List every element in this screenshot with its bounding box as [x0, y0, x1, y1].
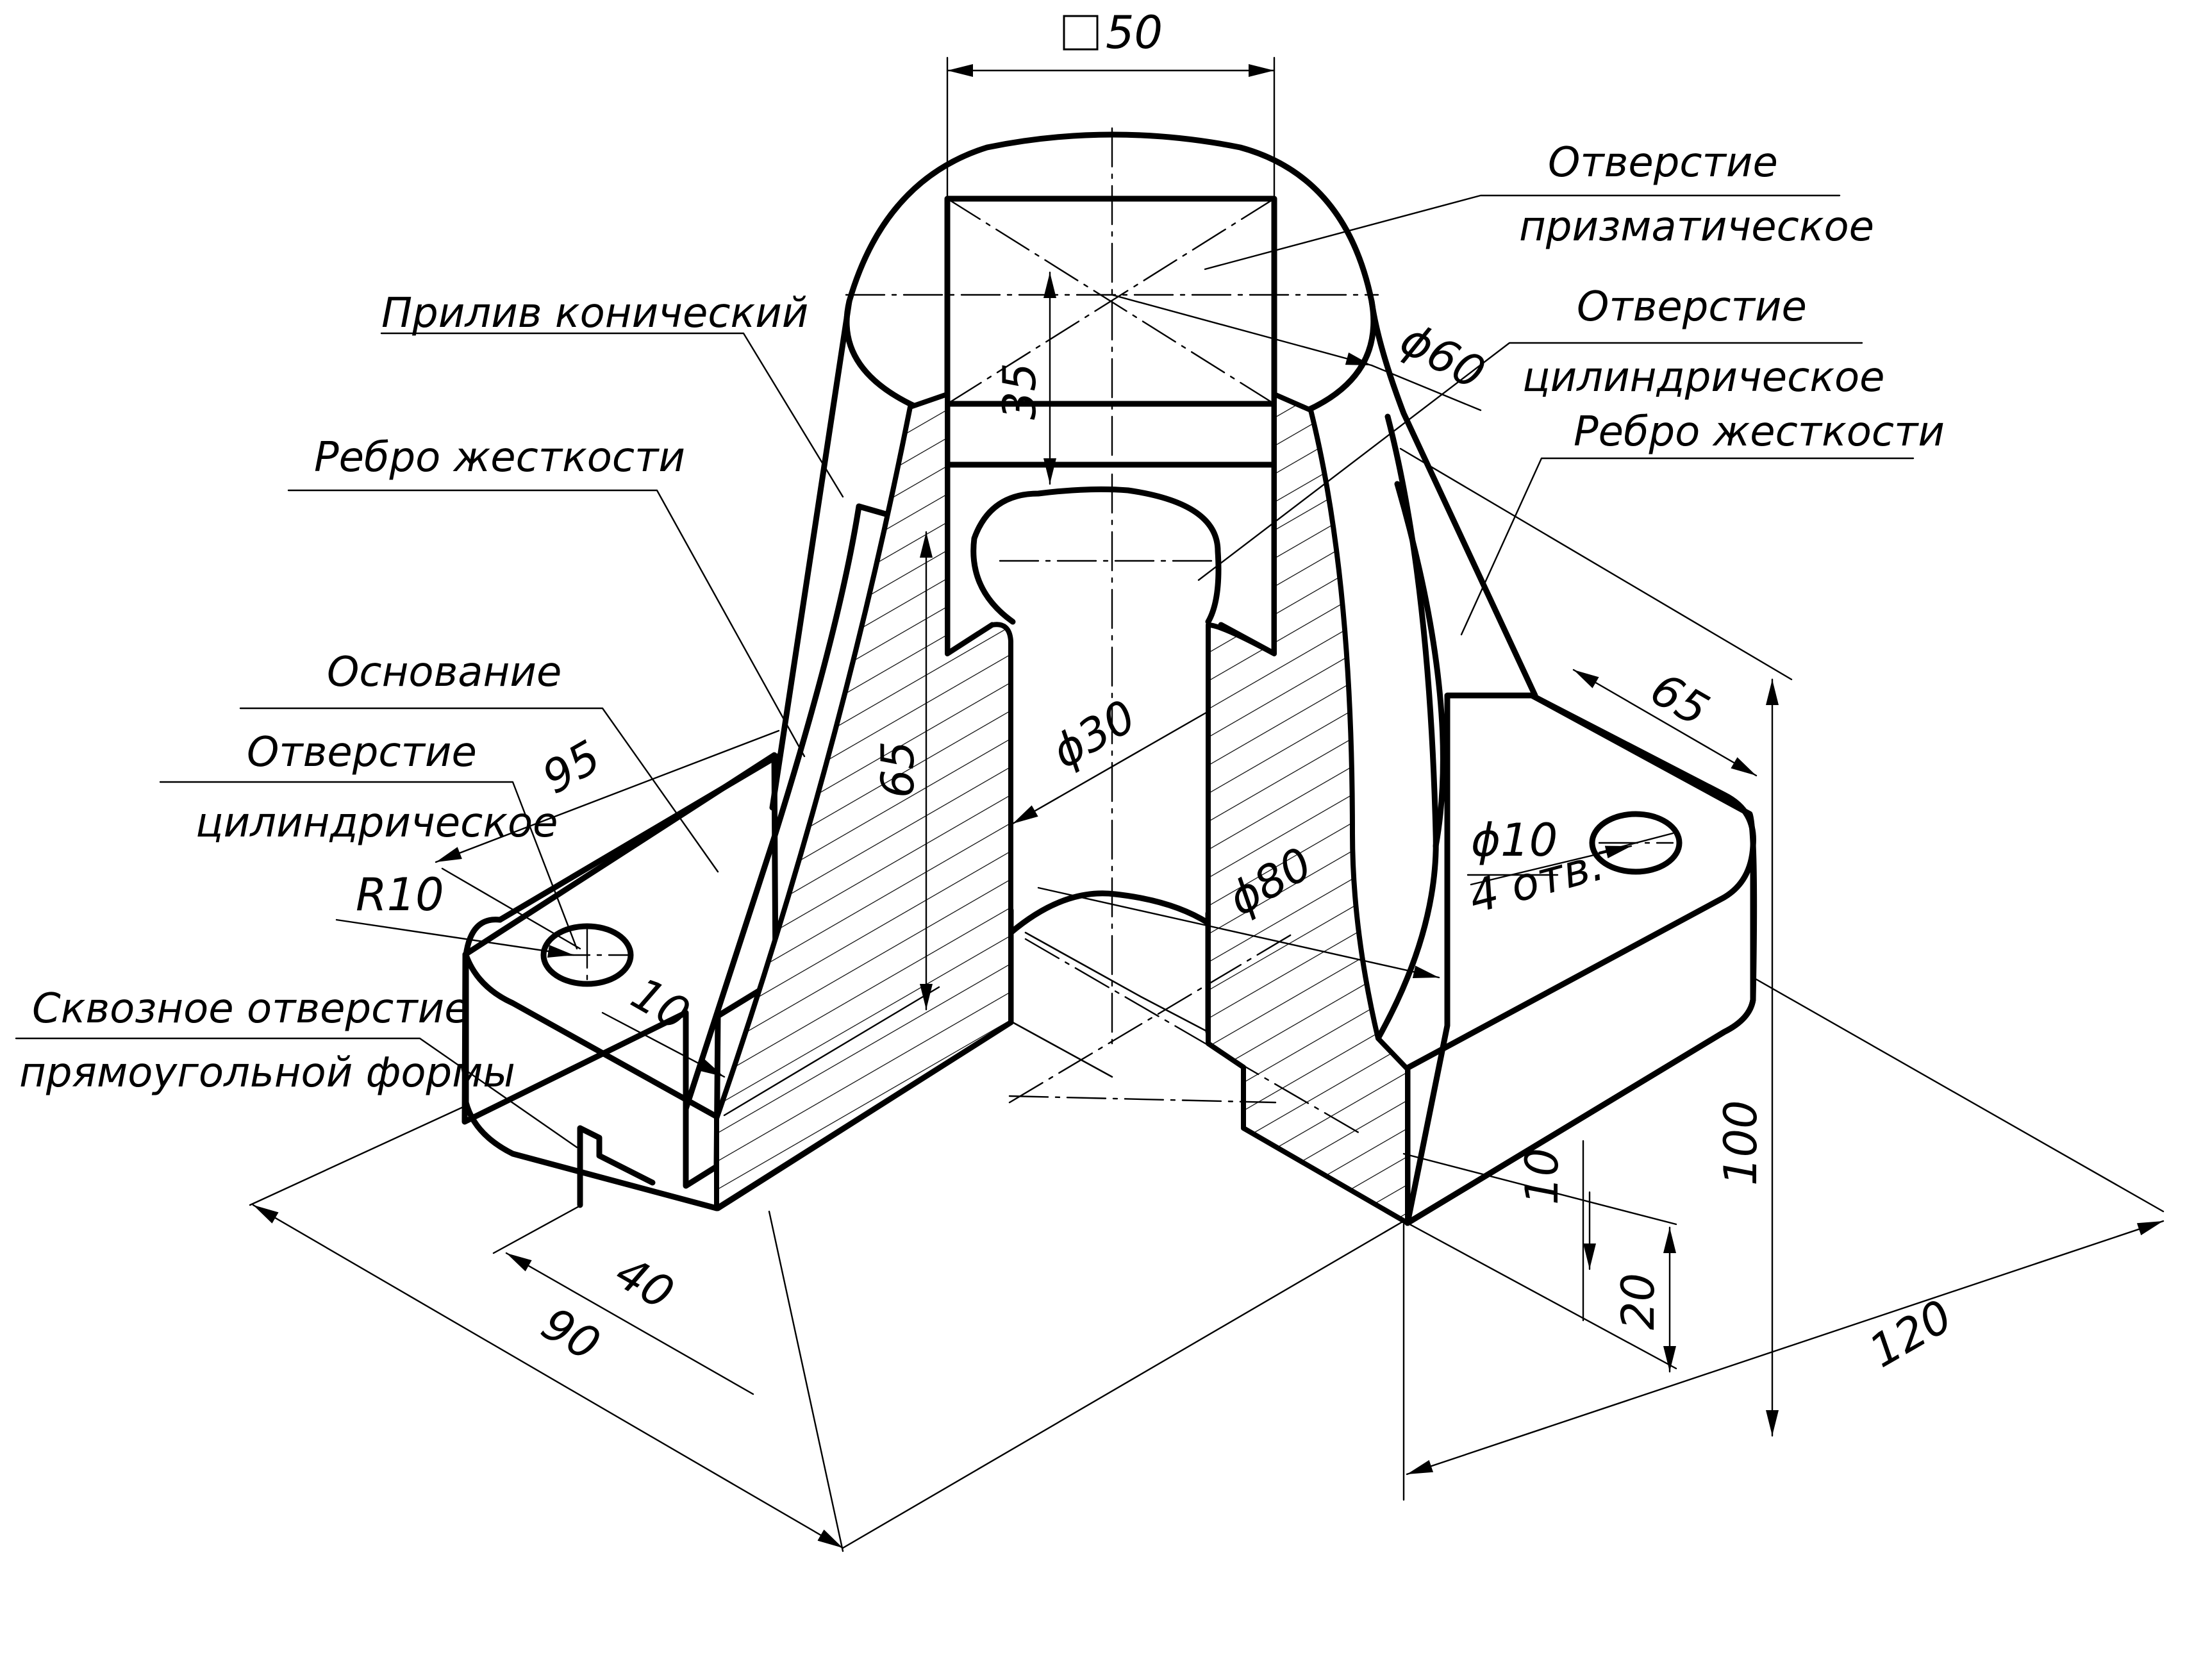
- dim-r10: R10: [356, 869, 444, 921]
- leader-labels: Отверстие призматическое Прилив коническ…: [19, 139, 1945, 1097]
- section-cut-left: [714, 392, 1013, 1211]
- leader-lines: [15, 194, 1915, 1149]
- dimension-lines: [249, 56, 2165, 1552]
- base-right-wing: [1404, 692, 1758, 1226]
- hole-right: [1589, 811, 1683, 875]
- dim-h35: 35: [993, 363, 1046, 420]
- label-conical-boss: Прилив конический: [381, 290, 808, 337]
- dim-l40: 40: [607, 1246, 683, 1320]
- dim-d30: ϕ30: [1043, 690, 1145, 779]
- label-rect-hole-1: Сквозное отверстие: [32, 985, 470, 1033]
- section-cut-right: [1206, 392, 1410, 1226]
- dim-d60: ϕ60: [1392, 313, 1493, 400]
- dim-l90: 90: [533, 1297, 609, 1372]
- dim-square: 50: [1106, 6, 1163, 59]
- dim-h20: 20: [1612, 1273, 1665, 1330]
- label-rib-left: Ребро жесткости: [314, 434, 685, 481]
- conical-boss: [769, 131, 1538, 811]
- label-rect-hole-2: прямоугольной формы: [19, 1049, 515, 1097]
- rib-right: [1375, 413, 1446, 1042]
- label-prism-hole-2: призматическое: [1519, 203, 1874, 251]
- label-prism-hole-1: Отверстие: [1548, 139, 1778, 187]
- label-cyl-hole-top-1: Отверстие: [1577, 283, 1807, 331]
- label-rib-right: Ребро жесткости: [1574, 408, 1945, 456]
- label-cyl-hole-left-2: цилиндрическое: [195, 799, 558, 847]
- dim-d10: ϕ10: [1471, 814, 1558, 867]
- label-cyl-hole-top-2: цилиндрическое: [1522, 354, 1885, 401]
- mounting-holes: [540, 811, 1683, 987]
- dim-l65-right: 65: [1642, 663, 1718, 737]
- center-lines: [550, 127, 1674, 1136]
- dim-h100: 100: [1715, 1100, 1767, 1186]
- label-cyl-hole-left-1: Отверстие: [247, 729, 477, 776]
- dim-h10-right: 10: [1516, 1148, 1568, 1205]
- label-base: Основание: [327, 649, 561, 696]
- square-symbol-icon: [1063, 15, 1099, 51]
- dim-l120: 120: [1861, 1290, 1961, 1378]
- hole-left: [540, 923, 634, 987]
- dim-l95: 95: [534, 730, 610, 804]
- dim-h65: 65: [872, 741, 924, 798]
